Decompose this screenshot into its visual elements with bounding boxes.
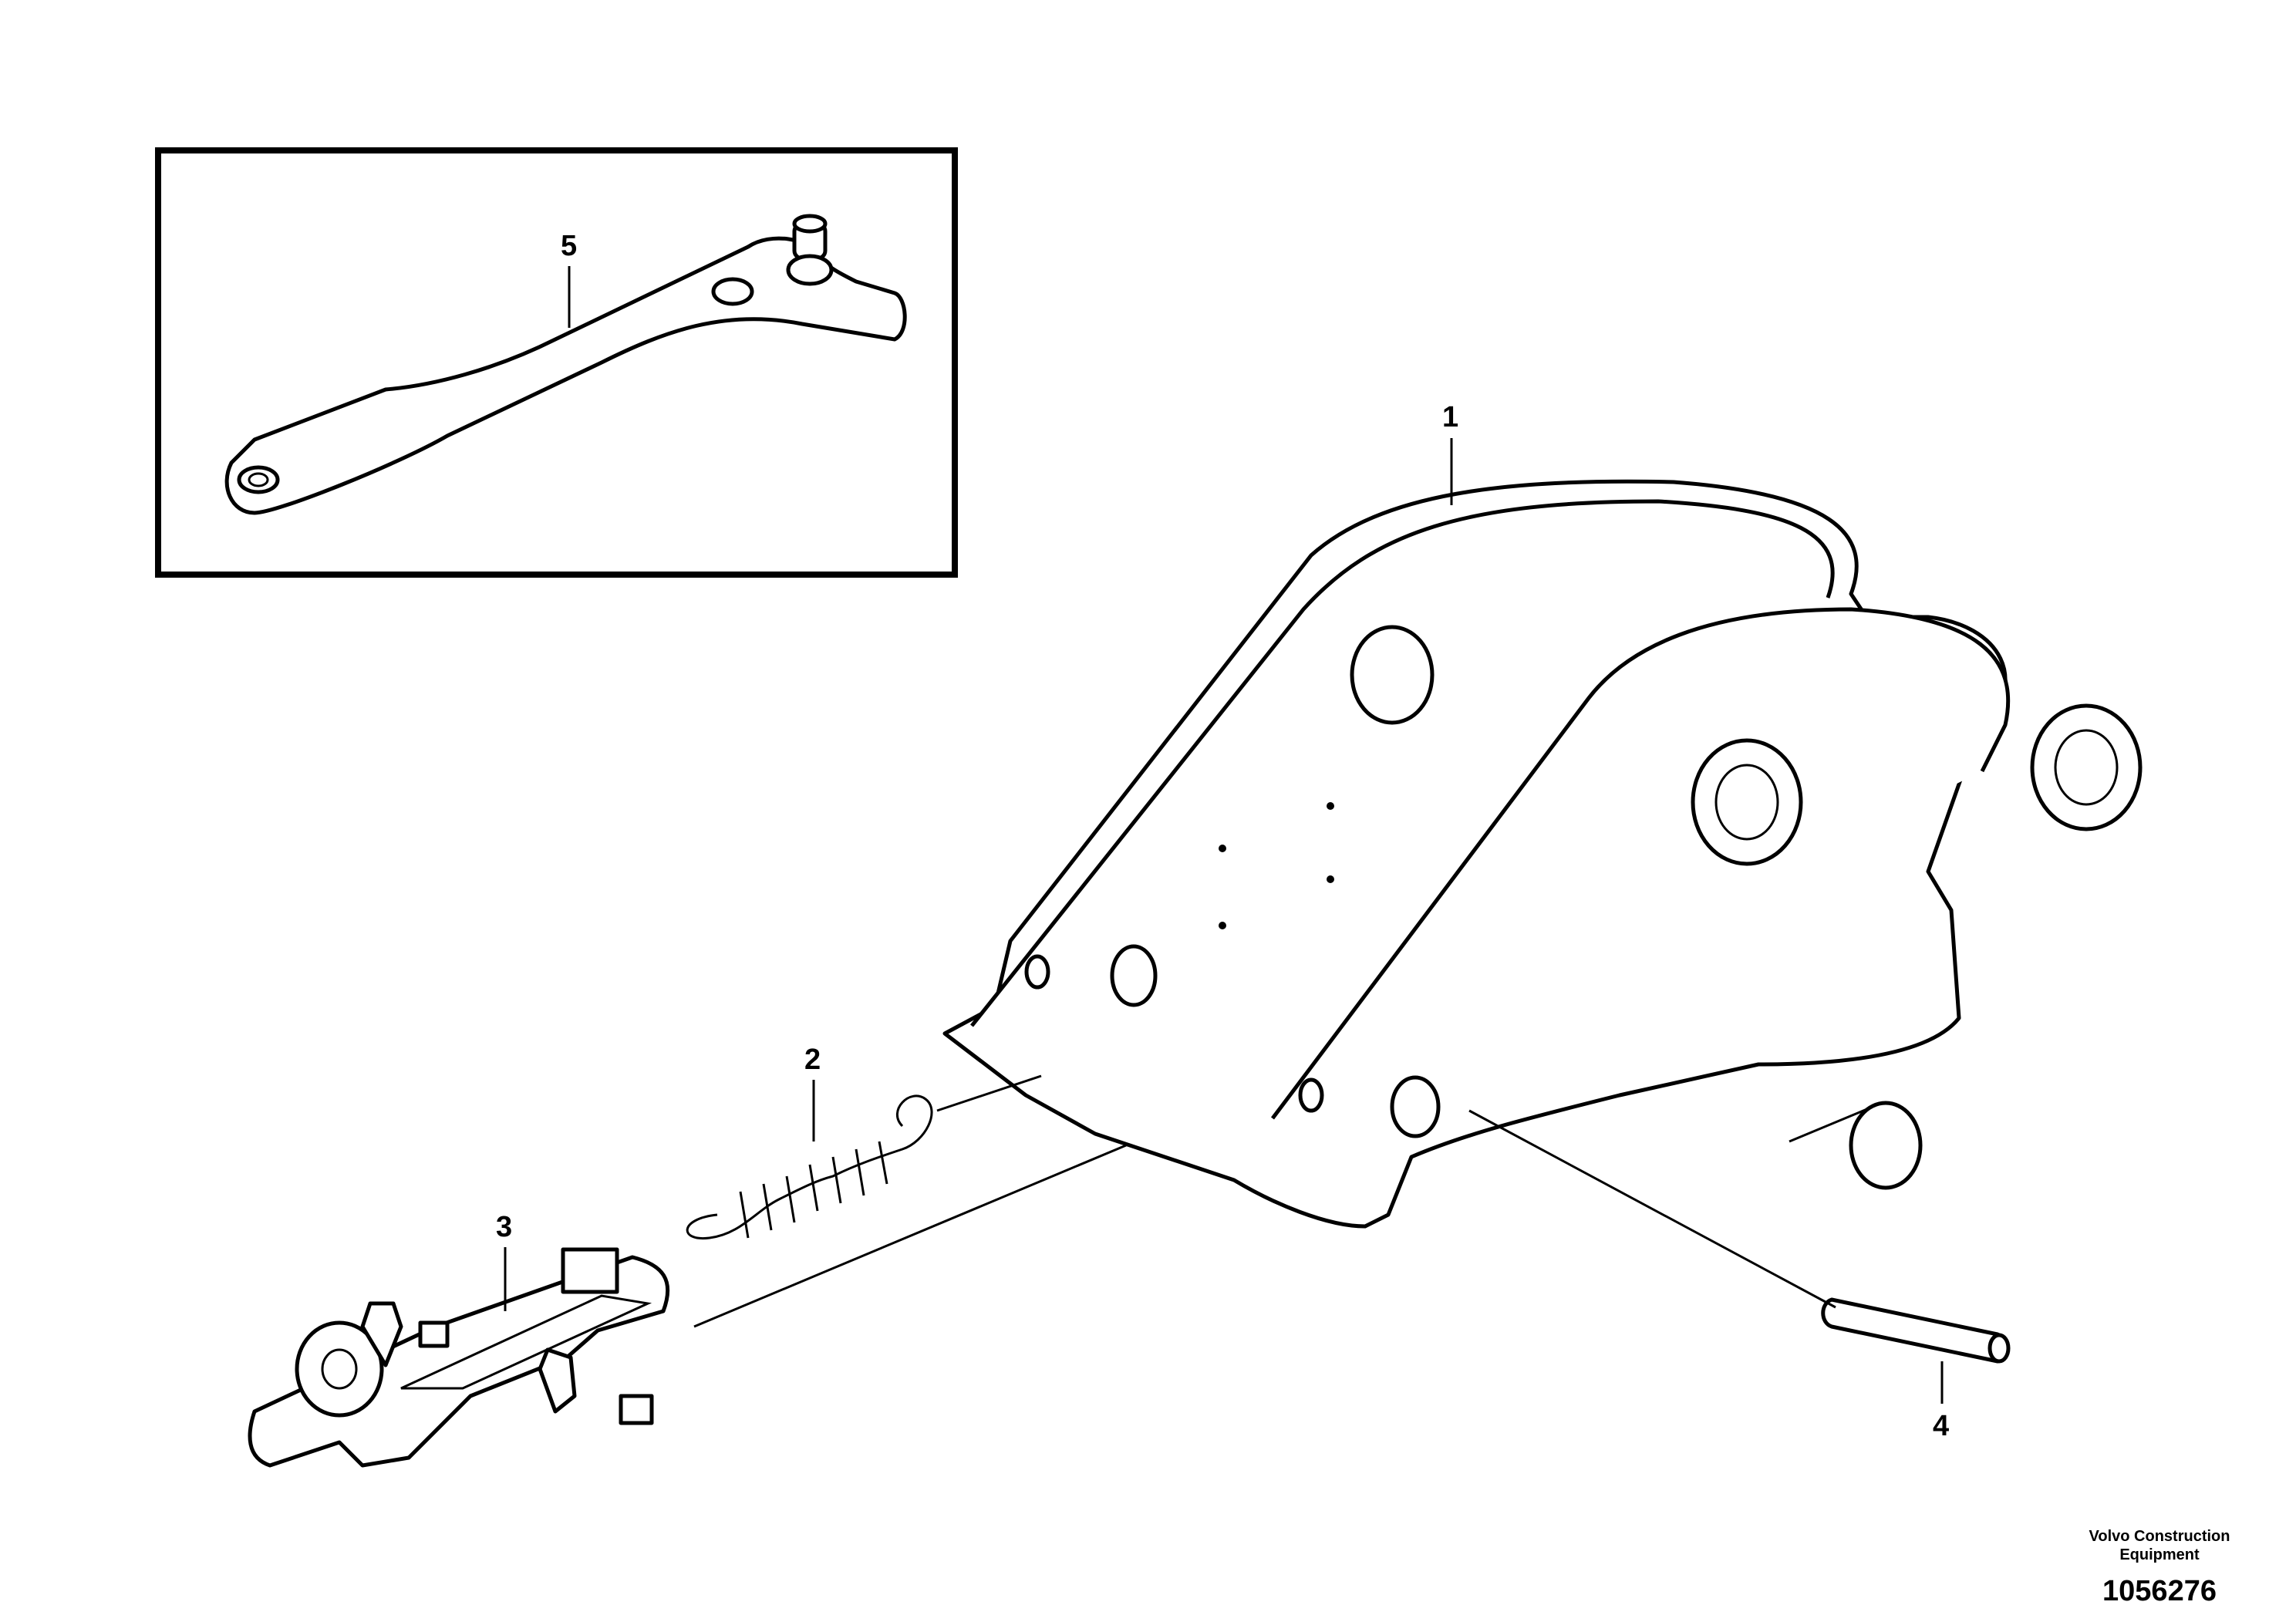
assembly-line-pin	[1468, 1109, 1836, 1309]
callout-label-3: 3	[496, 1211, 513, 1243]
bracket-part-1	[942, 479, 2143, 1229]
callout-label-2: 2	[804, 1044, 821, 1076]
assembly-line-spring	[936, 1074, 1042, 1112]
credit-line-1: Volvo Construction	[2089, 1528, 2230, 1545]
figure-number: 1056276	[2102, 1575, 2217, 1607]
pin-part-4	[1821, 1297, 2011, 1364]
callout-label-1: 1	[1442, 401, 1459, 433]
lever-part-5	[224, 214, 907, 515]
plate-part-3	[248, 1247, 670, 1468]
credit-line-2: Equipment	[2119, 1546, 2200, 1563]
assembly-line-plate	[693, 1144, 1127, 1328]
spring-part-2	[686, 1094, 933, 1240]
publisher-credit: Volvo Construction Equipment	[2067, 1527, 2252, 1564]
callout-label-5: 5	[561, 230, 578, 262]
inset-frame	[155, 147, 958, 578]
callout-label-4: 4	[1933, 1410, 1950, 1442]
